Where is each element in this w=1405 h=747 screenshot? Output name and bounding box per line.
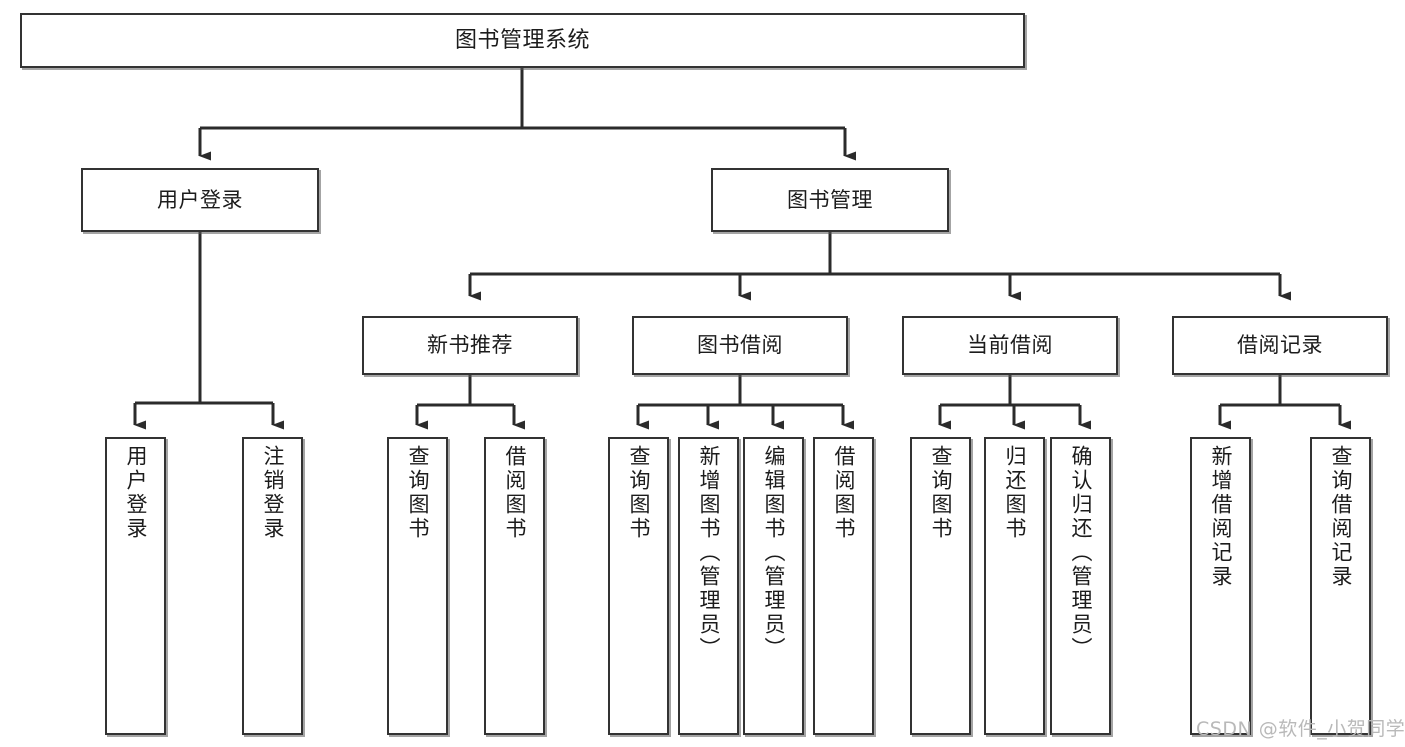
node-book-borrow[interactable]: 图书借阅 <box>632 316 848 375</box>
watermark: CSDN @软件_小贺同学 <box>1196 718 1405 740</box>
node-current-borrow[interactable]: 当前借阅 <box>902 316 1118 375</box>
node-current-borrow-label: 当前借阅 <box>967 333 1053 358</box>
node-borrow-record-label: 借阅记录 <box>1237 333 1323 358</box>
leaf-query-book-recommend[interactable]: 查询图书 <box>387 437 448 735</box>
node-user-login-label: 用户登录 <box>157 187 243 212</box>
leaf-user-login[interactable]: 用户登录 <box>105 437 166 735</box>
leaf-edit-book-admin[interactable]: 编辑图书（管理员） <box>743 437 804 735</box>
node-book-management-label: 图书管理 <box>787 187 873 212</box>
leaf-label: 借阅图书 <box>832 445 856 541</box>
leaf-query-book-borrow[interactable]: 查询图书 <box>608 437 669 735</box>
leaf-query-borrow-record[interactable]: 查询借阅记录 <box>1310 437 1371 735</box>
wire-group-user-login <box>133 232 284 430</box>
node-borrow-record[interactable]: 借阅记录 <box>1172 316 1388 375</box>
leaf-add-borrow-record[interactable]: 新增借阅记录 <box>1190 437 1251 735</box>
leaf-borrow-book[interactable]: 借阅图书 <box>813 437 874 735</box>
node-book-management[interactable]: 图书管理 <box>711 168 949 232</box>
node-new-book-recommend-label: 新书推荐 <box>427 333 513 358</box>
leaf-confirm-return-admin[interactable]: 确认归还（管理员） <box>1050 437 1111 735</box>
leaf-label: 查询图书 <box>406 445 430 541</box>
node-book-borrow-label: 图书借阅 <box>697 333 783 358</box>
node-user-login[interactable]: 用户登录 <box>81 168 319 232</box>
wire-group-new-book <box>415 375 525 430</box>
leaf-label: 确认归还（管理员） <box>1069 445 1093 661</box>
leaf-label: 查询借阅记录 <box>1329 445 1353 589</box>
leaf-label: 注销登录 <box>261 445 285 541</box>
wire-group-book-manage <box>468 232 1291 301</box>
leaf-label: 新增借阅记录 <box>1209 445 1233 589</box>
node-root-label: 图书管理系统 <box>454 27 590 53</box>
leaf-label: 编辑图书（管理员） <box>762 445 786 661</box>
leaf-return-book[interactable]: 归还图书 <box>984 437 1045 735</box>
wire-group-current-borrow <box>938 375 1091 430</box>
leaf-label: 新增图书（管理员） <box>697 445 721 661</box>
wire-group-borrow <box>636 375 854 430</box>
leaf-label: 查询图书 <box>929 445 953 541</box>
leaf-label: 借阅图书 <box>503 445 527 541</box>
leaf-label: 用户登录 <box>124 445 148 541</box>
leaf-borrow-book-recommend[interactable]: 借阅图书 <box>484 437 545 735</box>
leaf-label: 查询图书 <box>627 445 651 541</box>
wire-group-root <box>198 68 856 161</box>
leaf-query-book-current[interactable]: 查询图书 <box>910 437 971 735</box>
leaf-logout[interactable]: 注销登录 <box>242 437 303 735</box>
node-root[interactable]: 图书管理系统 <box>20 13 1025 68</box>
node-new-book-recommend[interactable]: 新书推荐 <box>362 316 578 375</box>
leaf-add-book-admin[interactable]: 新增图书（管理员） <box>678 437 739 735</box>
wire-group-borrow-record <box>1218 375 1351 430</box>
leaf-label: 归还图书 <box>1003 445 1027 541</box>
